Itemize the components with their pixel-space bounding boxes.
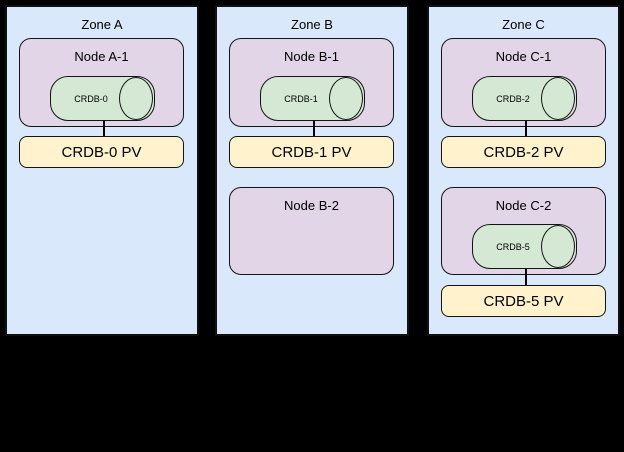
node-c-1: Node C-1 CRDB-2 — [441, 38, 606, 127]
pv-crdb-5: CRDB-5 PV — [441, 285, 606, 317]
zone-c: Zone C Node C-1 CRDB-2 CRDB-2 PV Node C-… — [427, 5, 620, 336]
cylinder-cap-icon — [541, 225, 575, 268]
pod-crdb-1-label: CRDB-1 — [284, 93, 318, 104]
zone-c-title: Zone C — [502, 17, 545, 32]
zone-b-title: Zone B — [291, 17, 333, 32]
node-b-1-label: Node B-1 — [284, 49, 339, 64]
node-b-2: Node B-2 — [229, 187, 394, 275]
pod-crdb-0-label: CRDB-0 — [74, 93, 108, 104]
cylinder-cap-icon — [329, 77, 363, 120]
node-a-1: Node A-1 CRDB-0 — [19, 38, 184, 127]
pod-cylinder-crdb-1: CRDB-1 — [260, 76, 365, 121]
pv-crdb-5-label: CRDB-5 PV — [483, 292, 564, 310]
pod-crdb-5-label: CRDB-5 — [496, 241, 530, 252]
cylinder-cap-icon — [119, 77, 153, 120]
pv-crdb-1-label: CRDB-1 PV — [271, 143, 352, 161]
node-b-1: Node B-1 CRDB-1 — [229, 38, 394, 127]
node-b-2-label: Node B-2 — [284, 198, 339, 213]
zone-a-title: Zone A — [81, 17, 123, 32]
pv-crdb-2-label: CRDB-2 PV — [483, 143, 564, 161]
connector-line-crdb-5 — [525, 269, 527, 286]
zone-a: Zone A Node A-1 CRDB-0 CRDB-0 PV — [5, 5, 199, 336]
cylinder-cap-icon — [541, 77, 575, 120]
node-c-2: Node C-2 CRDB-5 — [441, 187, 606, 275]
connector-line-crdb-2 — [525, 121, 527, 137]
connector-line-crdb-1 — [313, 121, 315, 137]
connector-line-crdb-0 — [103, 121, 105, 137]
pv-crdb-2: CRDB-2 PV — [441, 136, 606, 168]
node-c-2-label: Node C-2 — [495, 198, 552, 213]
zone-b: Zone B Node B-1 CRDB-1 CRDB-1 PV Node B-… — [215, 5, 409, 336]
pod-crdb-2-label: CRDB-2 — [496, 93, 530, 104]
pv-crdb-0: CRDB-0 PV — [19, 136, 184, 168]
node-a-1-label: Node A-1 — [74, 49, 129, 64]
pv-crdb-1: CRDB-1 PV — [229, 136, 394, 168]
node-c-1-label: Node C-1 — [495, 49, 552, 64]
pod-cylinder-crdb-0: CRDB-0 — [50, 76, 155, 121]
pv-crdb-0-label: CRDB-0 PV — [61, 143, 142, 161]
pod-cylinder-crdb-5: CRDB-5 — [472, 224, 577, 269]
pod-cylinder-crdb-2: CRDB-2 — [472, 76, 577, 121]
